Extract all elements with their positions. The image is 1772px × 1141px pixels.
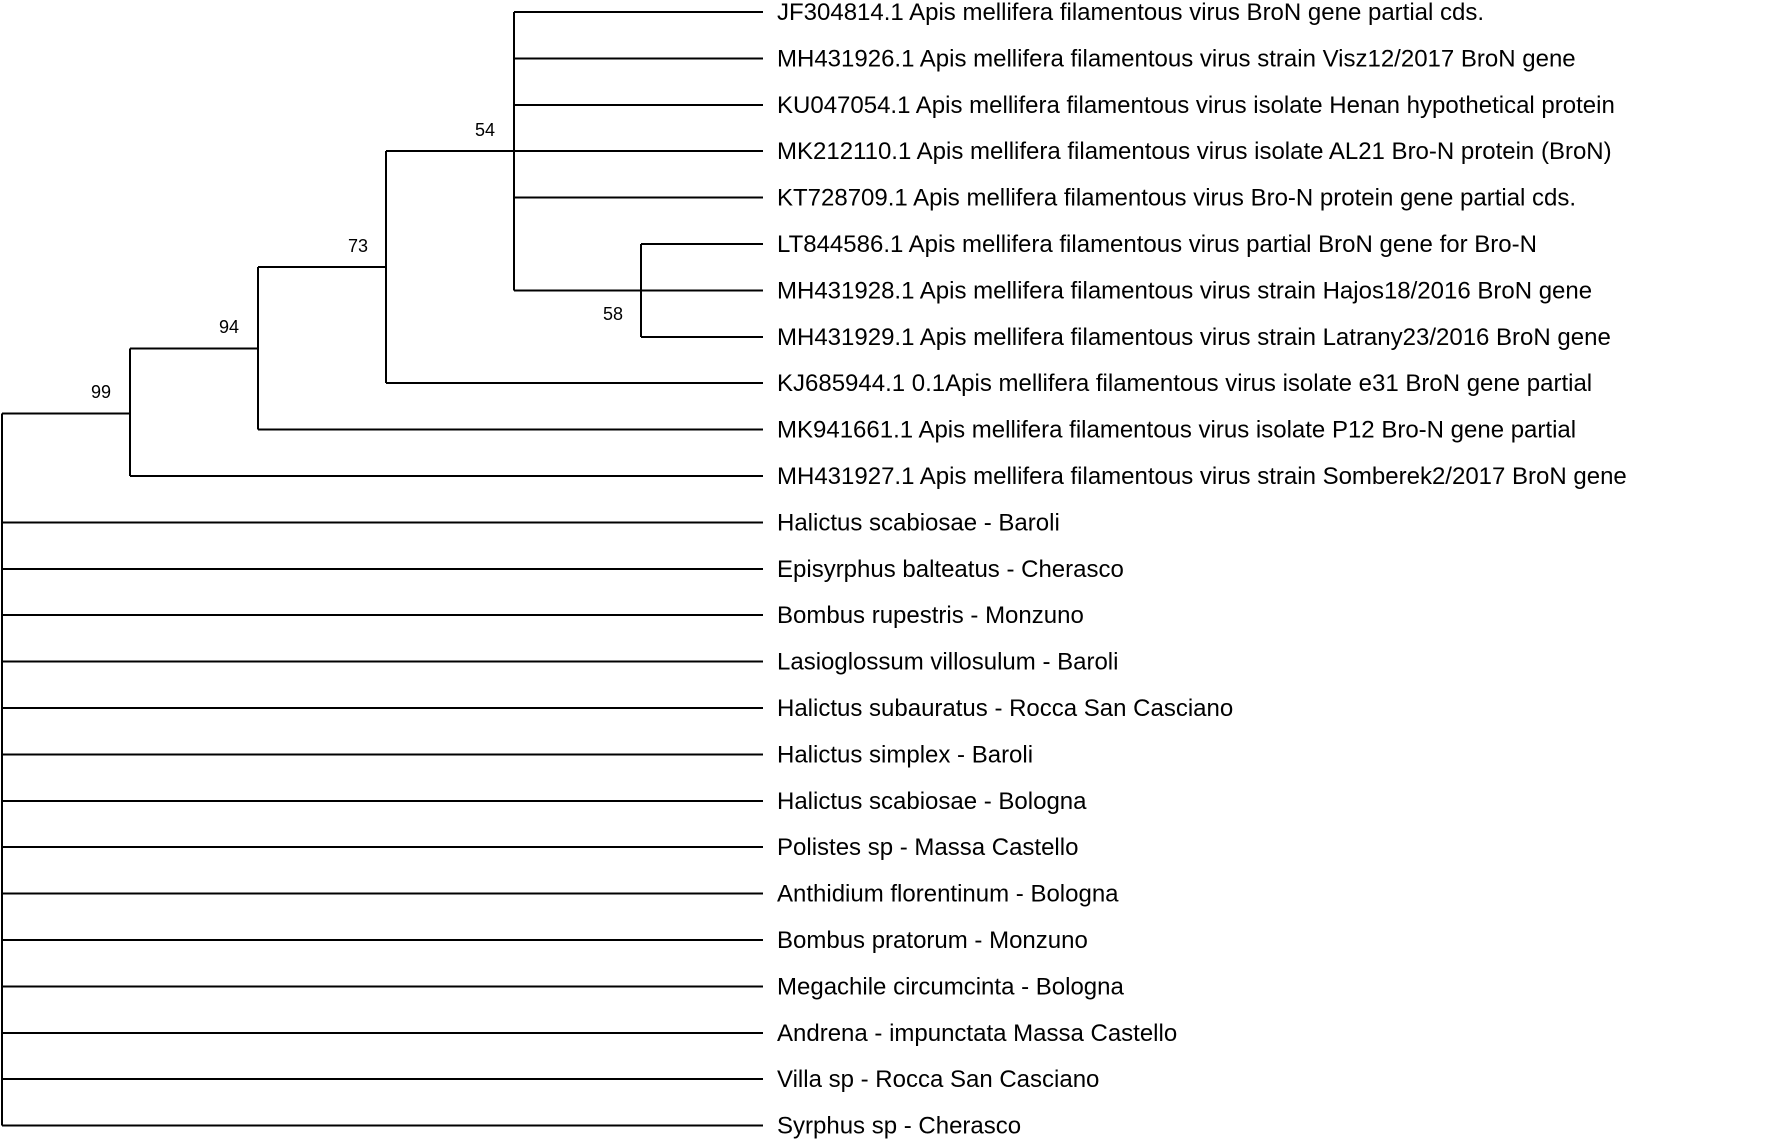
taxon-label: Halictus scabiosae - Baroli xyxy=(777,509,1060,536)
support-values: 99 94 73 54 58 xyxy=(91,120,623,402)
taxon-label: KT728709.1 Apis mellifera filamentous vi… xyxy=(777,185,1576,212)
taxon-label: MH431927.1 Apis mellifera filamentous vi… xyxy=(777,463,1627,490)
taxon-label: MH431926.1 Apis mellifera filamentous vi… xyxy=(777,45,1576,72)
taxon-label: Halictus subauratus - Rocca San Casciano xyxy=(777,695,1233,722)
support-value-inner-clade: 73 xyxy=(348,236,368,256)
taxon-label: Halictus scabiosae - Bologna xyxy=(777,788,1087,815)
taxon-label: MK212110.1 Apis mellifera filamentous vi… xyxy=(777,138,1612,165)
taxon-label: Halictus simplex - Baroli xyxy=(777,741,1033,768)
taxon-label: Andrena - impunctata Massa Castello xyxy=(777,1020,1177,1047)
support-value-hungarian-clade: 58 xyxy=(603,304,623,324)
taxon-label: MK941661.1 Apis mellifera filamentous vi… xyxy=(777,417,1576,444)
taxon-label: Syrphus sp - Cherasco xyxy=(777,1113,1021,1140)
tree-branches xyxy=(1,11,763,1127)
support-value-core-clade: 54 xyxy=(475,120,495,140)
taxon-label: Polistes sp - Massa Castello xyxy=(777,834,1078,861)
taxon-label: Lasioglossum villosulum - Baroli xyxy=(777,649,1118,676)
support-value-root: 99 xyxy=(91,382,111,402)
support-value-virus-clade: 94 xyxy=(219,317,239,337)
taxon-label: Episyrphus balteatus - Cherasco xyxy=(777,556,1124,583)
taxon-label: KU047054.1 Apis mellifera filamentous vi… xyxy=(777,92,1615,119)
taxon-label: Bombus pratorum - Monzuno xyxy=(777,927,1088,954)
taxon-label: Bombus rupestris - Monzuno xyxy=(777,602,1084,629)
taxon-label: Megachile circumcinta - Bologna xyxy=(777,973,1124,1000)
taxon-label: MH431928.1 Apis mellifera filamentous vi… xyxy=(777,277,1592,304)
taxon-label: JF304814.1 Apis mellifera filamentous vi… xyxy=(777,0,1484,26)
taxon-label: Anthidium florentinum - Bologna xyxy=(777,881,1119,908)
taxon-label: MH431929.1 Apis mellifera filamentous vi… xyxy=(777,324,1611,351)
taxon-labels: JF304814.1 Apis mellifera filamentous vi… xyxy=(777,0,1627,1140)
taxon-label: LT844586.1 Apis mellifera filamentous vi… xyxy=(777,231,1537,258)
taxon-label: KJ685944.1 0.1Apis mellifera filamentous… xyxy=(777,370,1592,397)
taxon-label: Villa sp - Rocca San Casciano xyxy=(777,1066,1099,1093)
